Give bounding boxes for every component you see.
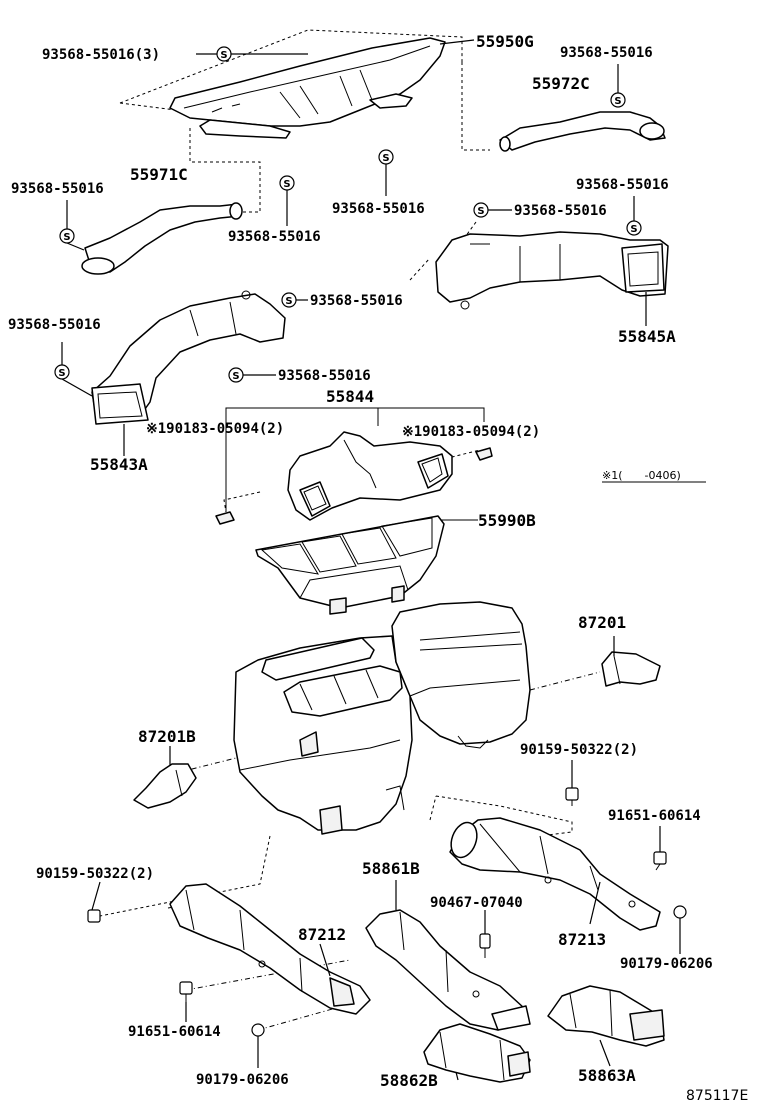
label-55950g: 55950G [476,32,534,51]
label-87213: 87213 [558,930,606,949]
svg-text:S: S [382,153,389,164]
label-90179-06206-left: 90179-06206 [196,1072,289,1088]
screw-symbol-2: S [610,92,626,108]
part-55971c-duct [81,128,261,275]
label-58862b: 58862B [380,1071,438,1090]
bolt-90467 [479,933,491,958]
bolt-90179-left [251,1023,265,1037]
label-note-0406: ※1( -0406) [602,469,681,482]
label-91651-60614-left: 91651-60614 [128,1024,221,1040]
label-190183-05094-right: ※190183-05094(2) [402,424,540,440]
label-87212: 87212 [298,925,346,944]
bolt-90179-right [673,905,687,919]
label-93568-55016-55844: 93568-55016 [278,368,371,384]
svg-text:S: S [283,179,290,190]
label-55845a: 55845A [618,327,676,346]
bolt-90159-right [565,787,579,806]
svg-text:S: S [220,50,227,61]
label-55843a: 55843A [90,455,148,474]
label-93568-55016-3: 93568-55016(3) [42,47,160,63]
screw-symbol-6: S [473,202,489,218]
part-55950g-defroster-nozzle [119,29,490,151]
label-91651-60614-right: 91651-60614 [608,808,701,824]
label-93568-55016-top-right: 93568-55016 [560,45,653,61]
label-55971c: 55971C [130,165,188,184]
label-93568-55016-right: 93568-55016 [576,177,669,193]
screw-symbol-9: S [54,364,70,380]
label-55990b: 55990B [478,511,536,530]
label-190183-05094-left: ※190183-05094(2) [146,421,284,437]
label-93568-55016-mid-right: 93568-55016 [514,203,607,219]
label-93568-55016-center: 93568-55016 [332,201,425,217]
part-58861b-duct [365,909,531,1031]
screw-symbol-8: S [281,292,297,308]
leader-lines [61,39,681,1081]
label-93568-55016-left: 93568-55016 [11,181,104,197]
svg-text:S: S [232,371,239,382]
svg-text:S: S [614,96,621,107]
part-55990b-tray [255,515,478,615]
screw-symbol-5: S [59,228,75,244]
label-90159-50322-left: 90159-50322(2) [36,866,154,882]
label-90467-07040: 90467-07040 [430,895,523,911]
svg-text:S: S [63,232,70,243]
part-58862b-duct [423,1023,531,1083]
svg-text:S: S [58,368,65,379]
part-87201b-bracket [133,757,237,809]
label-55844: 55844 [326,387,374,406]
part-58863a-duct [547,985,665,1047]
part-55972c-duct [499,111,666,152]
screw-symbol-3: S [378,149,394,165]
part-labels: 93568-55016(3) 55950G 93568-55016 55972C… [8,32,748,1104]
part-55843a-duct [91,290,286,425]
svg-text:S: S [285,296,292,307]
bolt-91651-right [653,851,667,871]
label-93568-55016-lower-center: 93568-55016 [228,229,321,245]
part-87201-bracket [529,651,661,691]
part-87212-duct [99,835,371,1031]
part-55845a-duct [409,221,669,310]
label-58863a: 58863A [578,1066,636,1085]
label-90159-50322-right: 90159-50322(2) [520,742,638,758]
screw-symbol-10: S [228,367,244,383]
label-90179-06206-right: 90179-06206 [620,956,713,972]
label-87201: 87201 [578,613,626,632]
label-93568-55016-mid: 93568-55016 [310,293,403,309]
part-heater-unit [233,601,531,835]
bolt-91651-left [179,981,193,1002]
label-55972c: 55972C [532,74,590,93]
svg-text:S: S [477,206,484,217]
label-58861b: 58861B [362,859,420,878]
screw-symbol-1: S [216,46,232,62]
part-55844-duct [215,407,493,525]
screw-symbol-7: S [626,220,642,236]
bolt-90159-left [87,909,101,923]
label-93568-55016-mid-left: 93568-55016 [8,317,101,333]
label-87201b: 87201B [138,727,196,746]
screw-symbol-4: S [279,175,295,191]
figure-number: 875117E [686,1088,748,1104]
svg-text:S: S [630,224,637,235]
